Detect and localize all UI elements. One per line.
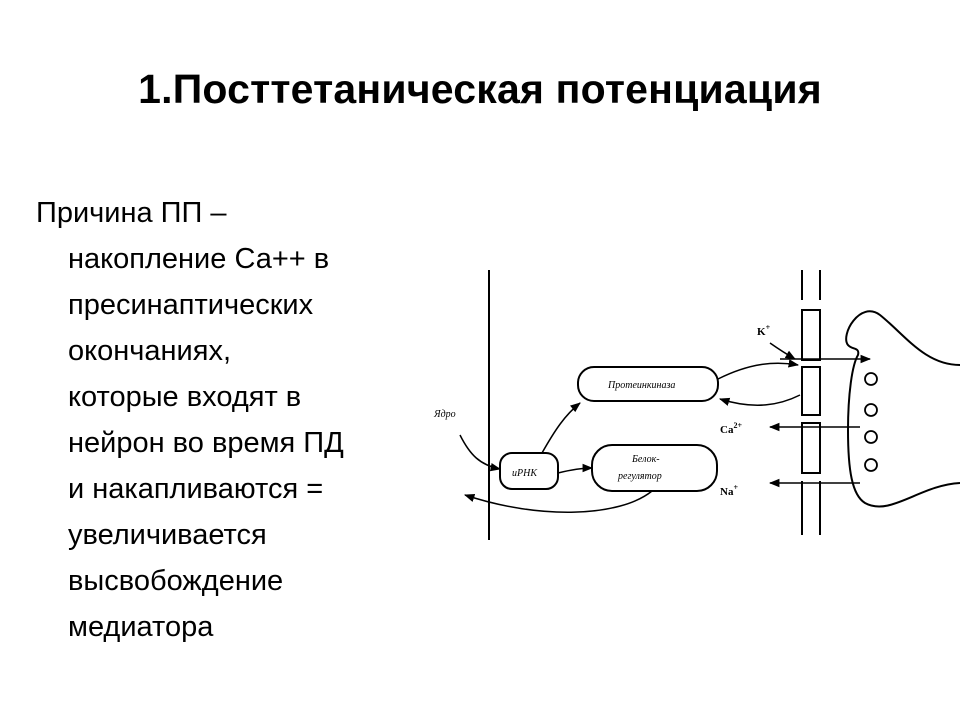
body-line-7: и накапливаются = xyxy=(68,473,324,505)
protein-kinase-label: Протеинкиназа xyxy=(607,380,675,391)
mrna-label: иРНК xyxy=(512,468,538,479)
arrow-mrna-to-kinase xyxy=(541,402,581,454)
vesicle-4 xyxy=(864,458,878,472)
ion-k-label: K+ xyxy=(757,323,771,338)
synapse-diagram: Ядро иРНК Протеинкиназа Белок- регулятор… xyxy=(433,270,960,540)
vesicle-2 xyxy=(864,403,878,417)
body-line-10: медиатора xyxy=(68,611,214,643)
regulator-protein-box xyxy=(591,444,718,492)
vesicle-3 xyxy=(864,430,878,444)
body-line-4: окончаниях, xyxy=(68,335,231,367)
arrow-regulator-to-nucleus xyxy=(464,490,653,513)
body-line-3: пресинаптических xyxy=(68,289,314,321)
regulator-label-line-2: регулятор xyxy=(617,471,662,482)
body-line-6: нейрон во время ПД xyxy=(68,427,344,459)
vesicle-1 xyxy=(864,372,878,386)
body-line-5: которые входят в xyxy=(68,381,302,413)
nucleus-label: Ядро xyxy=(433,409,456,420)
ion-na-label: Na+ xyxy=(720,483,738,498)
arrow-kinase-to-membrane xyxy=(717,359,800,380)
arrow-membrane-to-kinase xyxy=(718,394,801,406)
body-line-9: высвобождение xyxy=(68,565,284,597)
presynaptic-terminal-outline xyxy=(845,310,960,508)
protein-kinase-box xyxy=(577,366,719,402)
body-line-2: накопление Са++ в xyxy=(68,243,330,275)
ion-ca-label: Ca2+ xyxy=(720,421,742,436)
arrow-mrna-to-regulator xyxy=(557,463,594,474)
slide-title: 1.Посттетаническая потенциация xyxy=(138,66,822,112)
regulator-label-line-1: Белок- xyxy=(631,454,660,465)
body-text: Причина ПП – накопление Са++ в пресинапт… xyxy=(36,190,436,650)
arrow-k-out xyxy=(769,342,796,360)
body-line-1: Причина ПП – xyxy=(36,197,227,229)
body-line-8: увеличивается xyxy=(68,519,267,551)
arrow-nucleus-to-mrna xyxy=(459,434,502,472)
body-indented-block: накопление Са++ в пресинаптических оконч… xyxy=(36,236,436,650)
membrane-channels xyxy=(801,270,821,535)
